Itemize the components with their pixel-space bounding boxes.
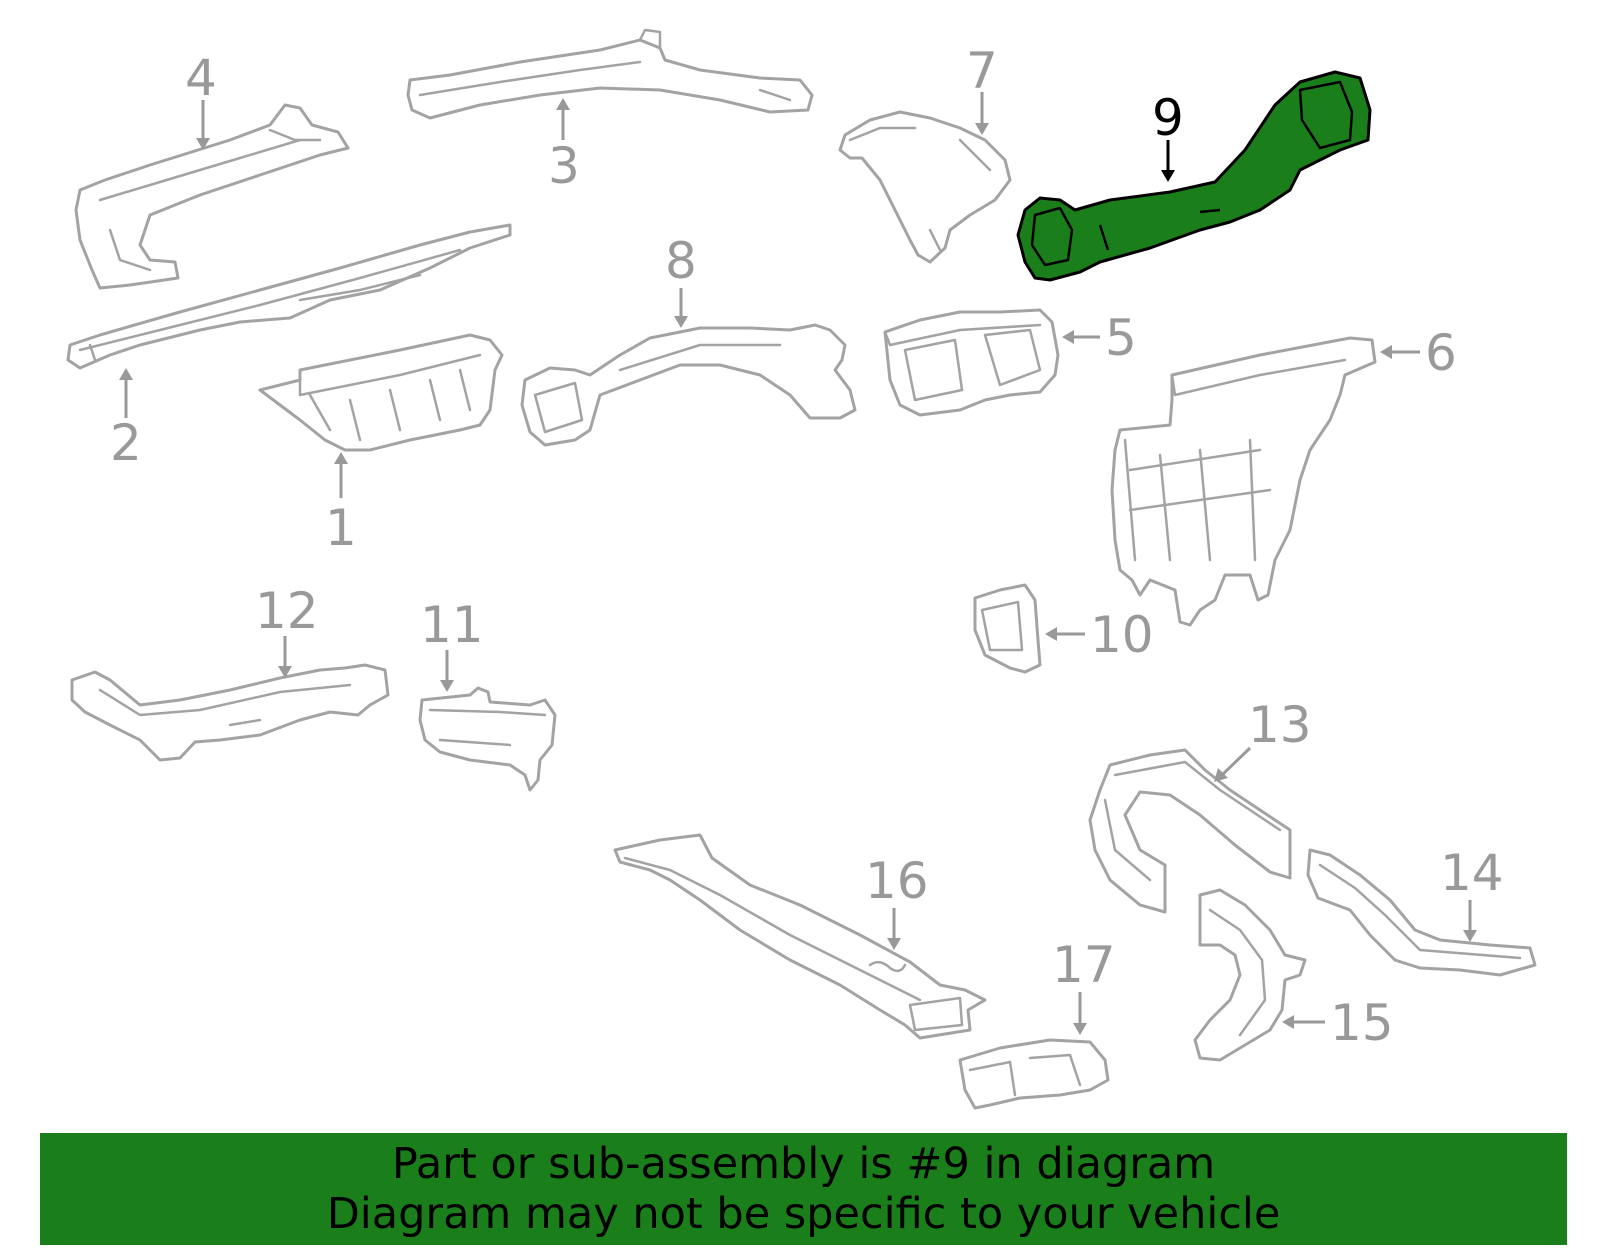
callout-line-13: [1220, 746, 1252, 777]
part-13[interactable]: [1088, 748, 1292, 914]
callout-arrow-1: [334, 452, 348, 464]
callout-label-5: 5: [1105, 309, 1137, 367]
callout-label-3: 3: [548, 137, 580, 195]
part-7[interactable]: [838, 110, 1012, 264]
callout-arrow-16: [887, 938, 901, 950]
callout-arrow-11: [440, 680, 454, 692]
callout-label-11: 11: [420, 596, 484, 654]
callout-label-10: 10: [1090, 606, 1154, 664]
callout-arrow-3: [556, 98, 570, 110]
part-16[interactable]: [613, 833, 987, 1040]
part-8[interactable]: [520, 323, 857, 447]
callout-label-8: 8: [665, 232, 697, 290]
callout-label-9: 9: [1152, 89, 1184, 147]
callout-arrow-2: [119, 368, 133, 380]
callout-arrow-7: [975, 123, 989, 135]
callout-label-2: 2: [110, 414, 142, 472]
callout-label-6: 6: [1425, 324, 1457, 382]
part-14[interactable]: [1306, 848, 1537, 977]
part-6[interactable]: [1110, 336, 1377, 627]
part-11[interactable]: [418, 686, 557, 792]
banner-line-1: Part or sub-assembly is #9 in diagram: [391, 1139, 1216, 1189]
part-1[interactable]: [258, 333, 504, 452]
callout-label-16: 16: [865, 852, 929, 910]
callout-arrow-5: [1062, 330, 1074, 344]
part-2[interactable]: [66, 223, 512, 370]
part-5[interactable]: [883, 308, 1060, 417]
part-17[interactable]: [958, 1038, 1110, 1110]
callout-label-15: 15: [1330, 994, 1394, 1052]
callout-label-13: 13: [1248, 696, 1312, 754]
callout-label-4: 4: [185, 49, 217, 107]
callout-arrow-12: [278, 666, 292, 678]
part-12[interactable]: [70, 663, 390, 762]
parts-diagram: 4 3 2 1 8: [66, 28, 1537, 1110]
callout-arrow-10: [1045, 627, 1057, 641]
info-banner: Part or sub-assembly is #9 in diagram Di…: [40, 1133, 1567, 1245]
callout-label-12: 12: [255, 582, 319, 640]
callout-arrow-15: [1282, 1015, 1294, 1029]
callout-arrow-8: [674, 316, 688, 328]
callout-arrow-13: [1214, 768, 1228, 782]
callout-label-14: 14: [1440, 844, 1504, 902]
callout-arrow-17: [1073, 1023, 1087, 1035]
part-10[interactable]: [973, 583, 1042, 674]
callout-arrow-14: [1463, 930, 1477, 942]
banner-line-2: Diagram may not be specific to your vehi…: [326, 1189, 1281, 1239]
part-15[interactable]: [1193, 888, 1307, 1062]
callout-arrow-9: [1161, 170, 1175, 182]
callout-arrow-6: [1380, 345, 1392, 359]
callout-arrow-4: [196, 138, 210, 150]
part-9[interactable]: [1016, 70, 1372, 282]
callout-label-7: 7: [966, 42, 998, 100]
part-3[interactable]: [406, 28, 814, 120]
callout-label-1: 1: [325, 499, 357, 557]
part-4[interactable]: [74, 103, 350, 290]
callout-label-17: 17: [1052, 936, 1116, 994]
